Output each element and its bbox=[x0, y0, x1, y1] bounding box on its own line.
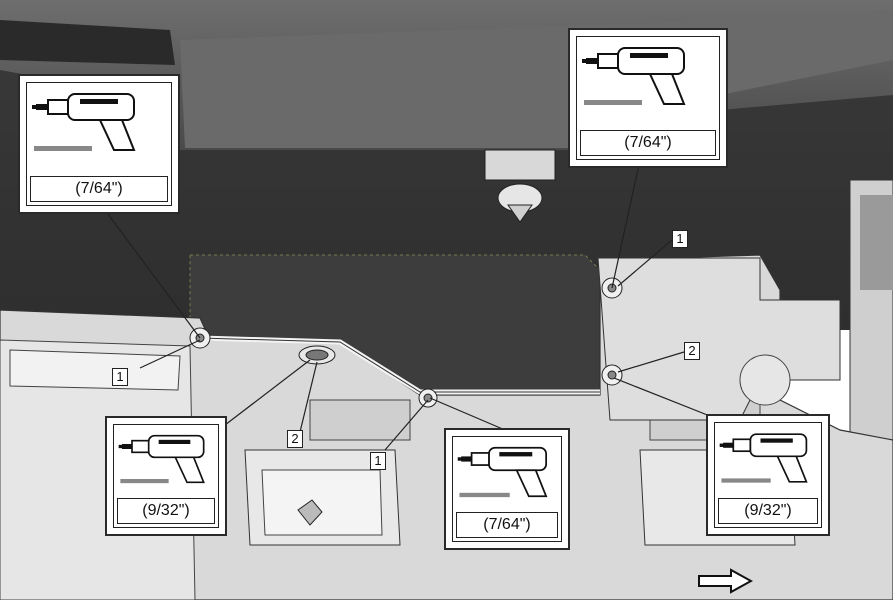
drill-icon bbox=[32, 93, 136, 151]
drill-callout-bottom-center: (7/64") bbox=[444, 428, 570, 550]
forward-arrow-icon bbox=[698, 568, 753, 594]
drill-callout-bottom-right: (9/32") bbox=[706, 414, 830, 536]
callout-frame bbox=[576, 36, 720, 160]
callout-number-right-clip: 1 bbox=[672, 230, 688, 248]
drill-size-label: (9/32") bbox=[117, 498, 215, 524]
drill-size-label: (7/64") bbox=[456, 512, 558, 538]
callout-number-right-hole: 2 bbox=[684, 342, 700, 360]
drill-icon bbox=[118, 434, 205, 484]
callout-frame bbox=[714, 422, 822, 528]
drill-callout-top-right: (7/64") bbox=[568, 28, 728, 168]
drill-icon bbox=[582, 47, 686, 105]
drill-size-label: (9/32") bbox=[718, 498, 818, 524]
callout-number-center-clip: 1 bbox=[370, 452, 386, 470]
callout-number-left-clip: 1 bbox=[112, 368, 128, 386]
callout-number-left-hole: 2 bbox=[287, 430, 303, 448]
drill-icon bbox=[457, 446, 548, 498]
drill-size-label: (7/64") bbox=[580, 130, 716, 156]
callout-frame bbox=[26, 82, 172, 206]
drill-callout-bottom-left: (9/32") bbox=[105, 416, 227, 536]
drill-callout-top-left: (7/64") bbox=[18, 74, 180, 214]
drill-icon bbox=[719, 433, 808, 483]
callout-frame bbox=[113, 424, 219, 528]
drill-size-label: (7/64") bbox=[30, 176, 168, 202]
callout-frame bbox=[452, 436, 562, 542]
